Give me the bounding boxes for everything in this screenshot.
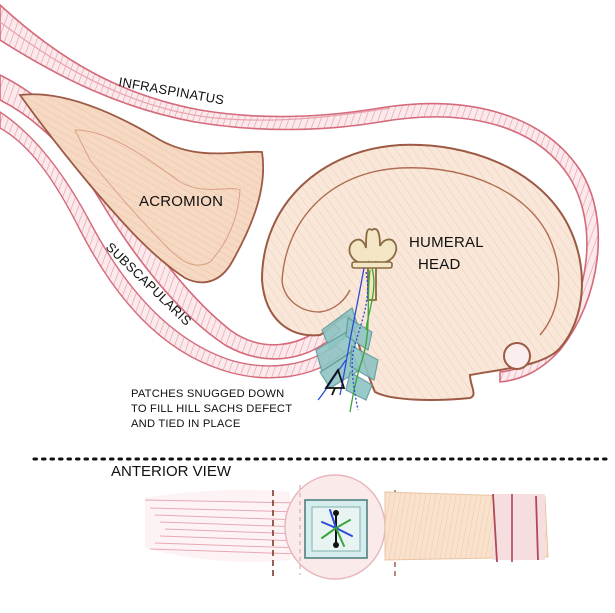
label-note-line2: TO FILL HILL SACHS DEFECT	[131, 403, 292, 415]
label-anterior-view: ANTERIOR VIEW	[111, 463, 232, 480]
shaft-line-1	[492, 493, 498, 563]
anchor-knot-bottom	[333, 542, 339, 548]
muscle-fibers	[144, 499, 301, 555]
humeral-head-inner-outline	[281, 167, 560, 336]
label-humeral-line2: HEAD	[418, 256, 460, 273]
patches	[315, 307, 379, 401]
humeral-head-medial-contour	[281, 281, 351, 313]
label-note-line3: AND TIED IN PLACE	[131, 418, 241, 430]
suture-anchor	[348, 228, 398, 301]
acromion-inner-outline	[74, 129, 241, 266]
label-note-line1: PATCHES SNUGGED DOWN	[131, 388, 284, 400]
shaft-line-3	[535, 495, 539, 561]
label-acromion: ACROMION	[139, 193, 223, 210]
anchor-sutures-anterior	[321, 509, 353, 547]
anchor-knot-top	[333, 510, 339, 516]
label-humeral-line1: HUMERAL	[409, 234, 484, 251]
infraspinatus-muscle	[0, 3, 600, 383]
infraspinatus-inner-line	[0, 21, 391, 121]
small-tuberosity-circle	[503, 342, 531, 370]
knot-pusher	[324, 367, 346, 396]
